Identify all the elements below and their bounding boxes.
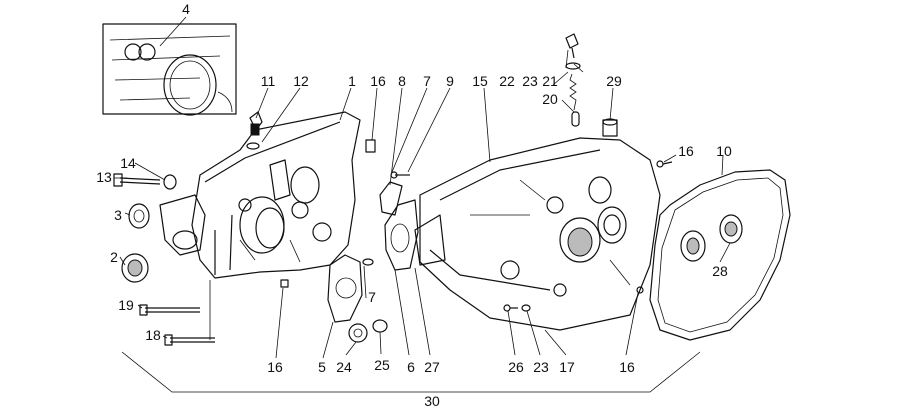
callout-3: 3 — [114, 207, 122, 223]
callout-15: 15 — [472, 73, 488, 89]
callout-16-top: 16 — [370, 73, 386, 89]
middle-gasket — [384, 199, 419, 271]
callout-24: 24 — [336, 359, 352, 375]
right-gearbox-housing — [414, 137, 661, 331]
callout-7-top: 7 — [423, 73, 431, 89]
callout-19: 19 — [118, 297, 134, 313]
left-small-parts — [113, 111, 410, 346]
lower-right-small-parts — [503, 286, 644, 312]
callout-16-bottom-right: 16 — [619, 359, 635, 375]
callout-28: 28 — [712, 263, 728, 279]
callout-26: 26 — [508, 359, 524, 375]
callout-22: 22 — [499, 73, 515, 89]
callout-5: 5 — [318, 359, 326, 375]
callout-21: 21 — [542, 73, 558, 89]
leader-lines — [114, 16, 731, 393]
inset-detail-box — [102, 23, 237, 116]
callout-8: 8 — [398, 73, 406, 89]
right-cover-gasket — [649, 169, 791, 341]
callout-2: 2 — [110, 249, 118, 265]
callout-20: 20 — [542, 91, 558, 107]
callout-13: 13 — [96, 169, 112, 185]
callout-16-bottom-left: 16 — [267, 359, 283, 375]
callout-23-bottom: 23 — [533, 359, 549, 375]
callout-25: 25 — [374, 357, 390, 373]
callout-4: 4 — [182, 1, 190, 17]
callout-23-top: 23 — [522, 73, 538, 89]
callout-14: 14 — [120, 155, 136, 171]
callout-16-right: 16 — [678, 143, 694, 159]
callout-1: 1 — [348, 73, 356, 89]
left-gearbox-housing — [159, 111, 361, 279]
callout-17: 17 — [559, 359, 575, 375]
callout-30: 30 — [424, 393, 440, 408]
callout-9: 9 — [446, 73, 454, 89]
callout-18: 18 — [145, 327, 161, 343]
callout-12: 12 — [293, 73, 309, 89]
callout-27: 27 — [424, 359, 440, 375]
callout-11: 11 — [261, 73, 276, 89]
callout-10: 10 — [716, 143, 732, 159]
callout-labels: 4 11 12 1 16 8 7 9 15 22 23 21 20 29 16 … — [96, 1, 732, 408]
right-top-parts — [565, 33, 673, 168]
gasket-and-cover-parts — [327, 254, 388, 343]
callout-7-mid: 7 — [368, 289, 376, 305]
callout-29: 29 — [606, 73, 622, 89]
callout-6: 6 — [407, 359, 415, 375]
